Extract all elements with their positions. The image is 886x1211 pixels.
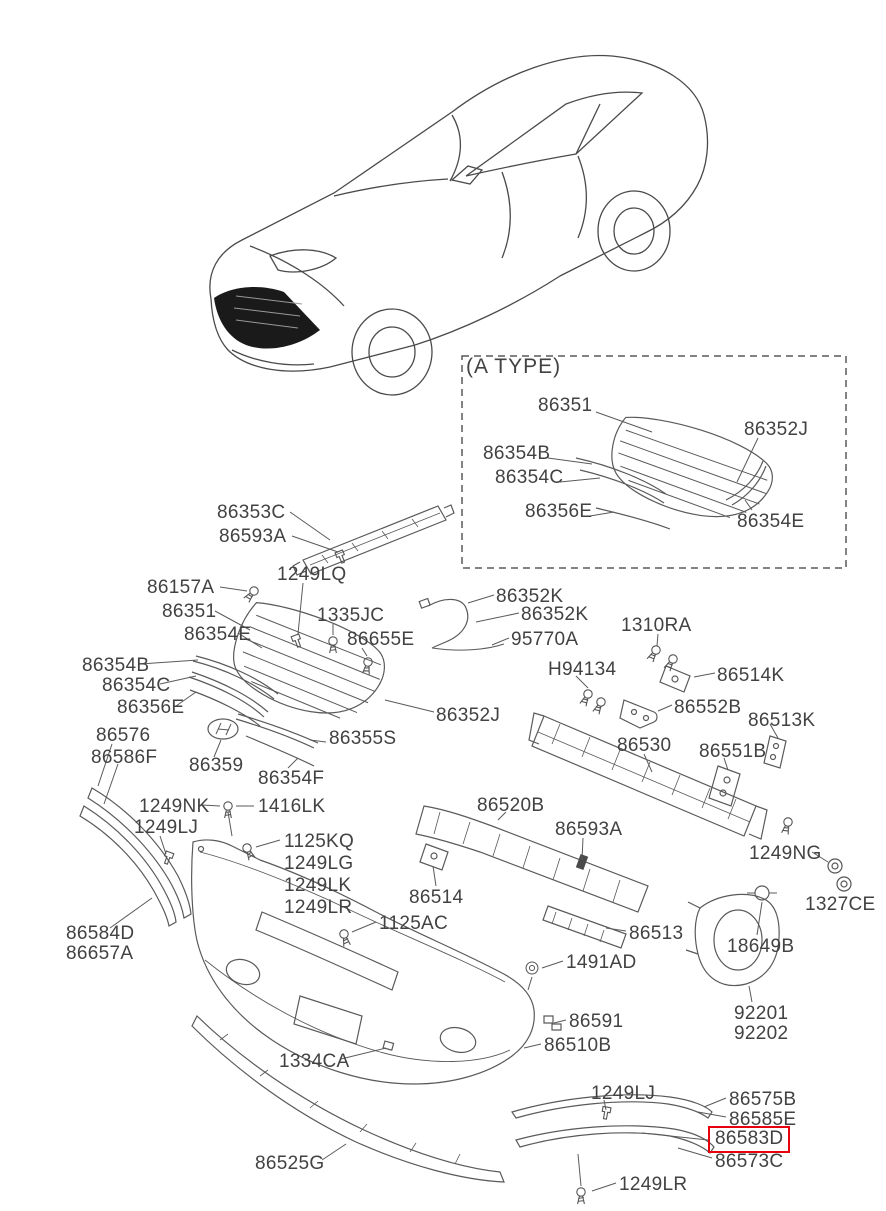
a-pillar: [449, 114, 462, 182]
grommet-icon: [827, 858, 843, 874]
grommet-icon: [836, 876, 852, 892]
screw-icon: [662, 652, 680, 673]
grommet-icon: [525, 961, 539, 975]
license-plate-recess: [293, 995, 363, 1045]
lower-lip-86525G: [191, 1014, 505, 1183]
clip-icon: [290, 633, 304, 649]
hood-crease: [249, 245, 345, 307]
side-moulding-strips-right: [511, 1094, 715, 1154]
bracket-86513K: [763, 735, 787, 769]
windshield-base: [333, 178, 449, 197]
energy-absorber-86520B: [415, 805, 649, 913]
screw-icon: [578, 687, 595, 708]
bumper-reinforcement-86530: [528, 712, 768, 840]
bracket-86514K: [659, 665, 691, 693]
screw-icon: [223, 801, 233, 819]
a-type-strip-86354e: [725, 460, 767, 506]
a-type-strip-86354bc: [575, 457, 667, 504]
fog-lamp-bulb-18649B: [747, 885, 777, 901]
a-type-section: [461, 355, 847, 569]
screw-icon: [780, 816, 794, 836]
strip-86513: [542, 905, 627, 949]
rear-wheel: [597, 190, 671, 272]
clip-1334CA: [382, 1040, 395, 1051]
screw-icon: [338, 928, 352, 948]
front-bumper-line: [231, 349, 315, 366]
grille-header-86353C: [292, 504, 455, 576]
side-mirror: [450, 165, 484, 185]
grille-moulding-strips: [188, 655, 319, 767]
front-wheel: [351, 308, 433, 396]
screw-icon: [242, 584, 261, 604]
leader-lines: [97, 411, 829, 1192]
front-bumper-cover-86510B: [191, 839, 535, 1085]
clip-icon: [334, 549, 348, 565]
a-type-box: [461, 355, 847, 569]
car-illustration: [209, 54, 709, 396]
a-type-grille: [611, 416, 773, 519]
hyundai-emblem-86359: [207, 718, 239, 740]
clip-86593A: [575, 854, 589, 870]
front-grille-86351: [233, 601, 385, 719]
door-lines: [501, 155, 587, 259]
clip-86591: [543, 1015, 562, 1031]
headlight: [269, 249, 338, 273]
a-type-strip-86356e: [595, 507, 671, 530]
side-glass: [465, 91, 644, 177]
bracket-86552B: [619, 699, 658, 729]
bracket-86514: [419, 843, 449, 871]
screw-icon: [576, 1187, 586, 1205]
screw-icon: [591, 695, 608, 716]
fog-lamp-92201: [685, 893, 780, 986]
wiring-harness-95770A: [418, 597, 505, 651]
screw-icon: [645, 643, 663, 664]
front-grille-dark: [214, 287, 320, 349]
side-moulding-strips-left: [79, 787, 192, 927]
